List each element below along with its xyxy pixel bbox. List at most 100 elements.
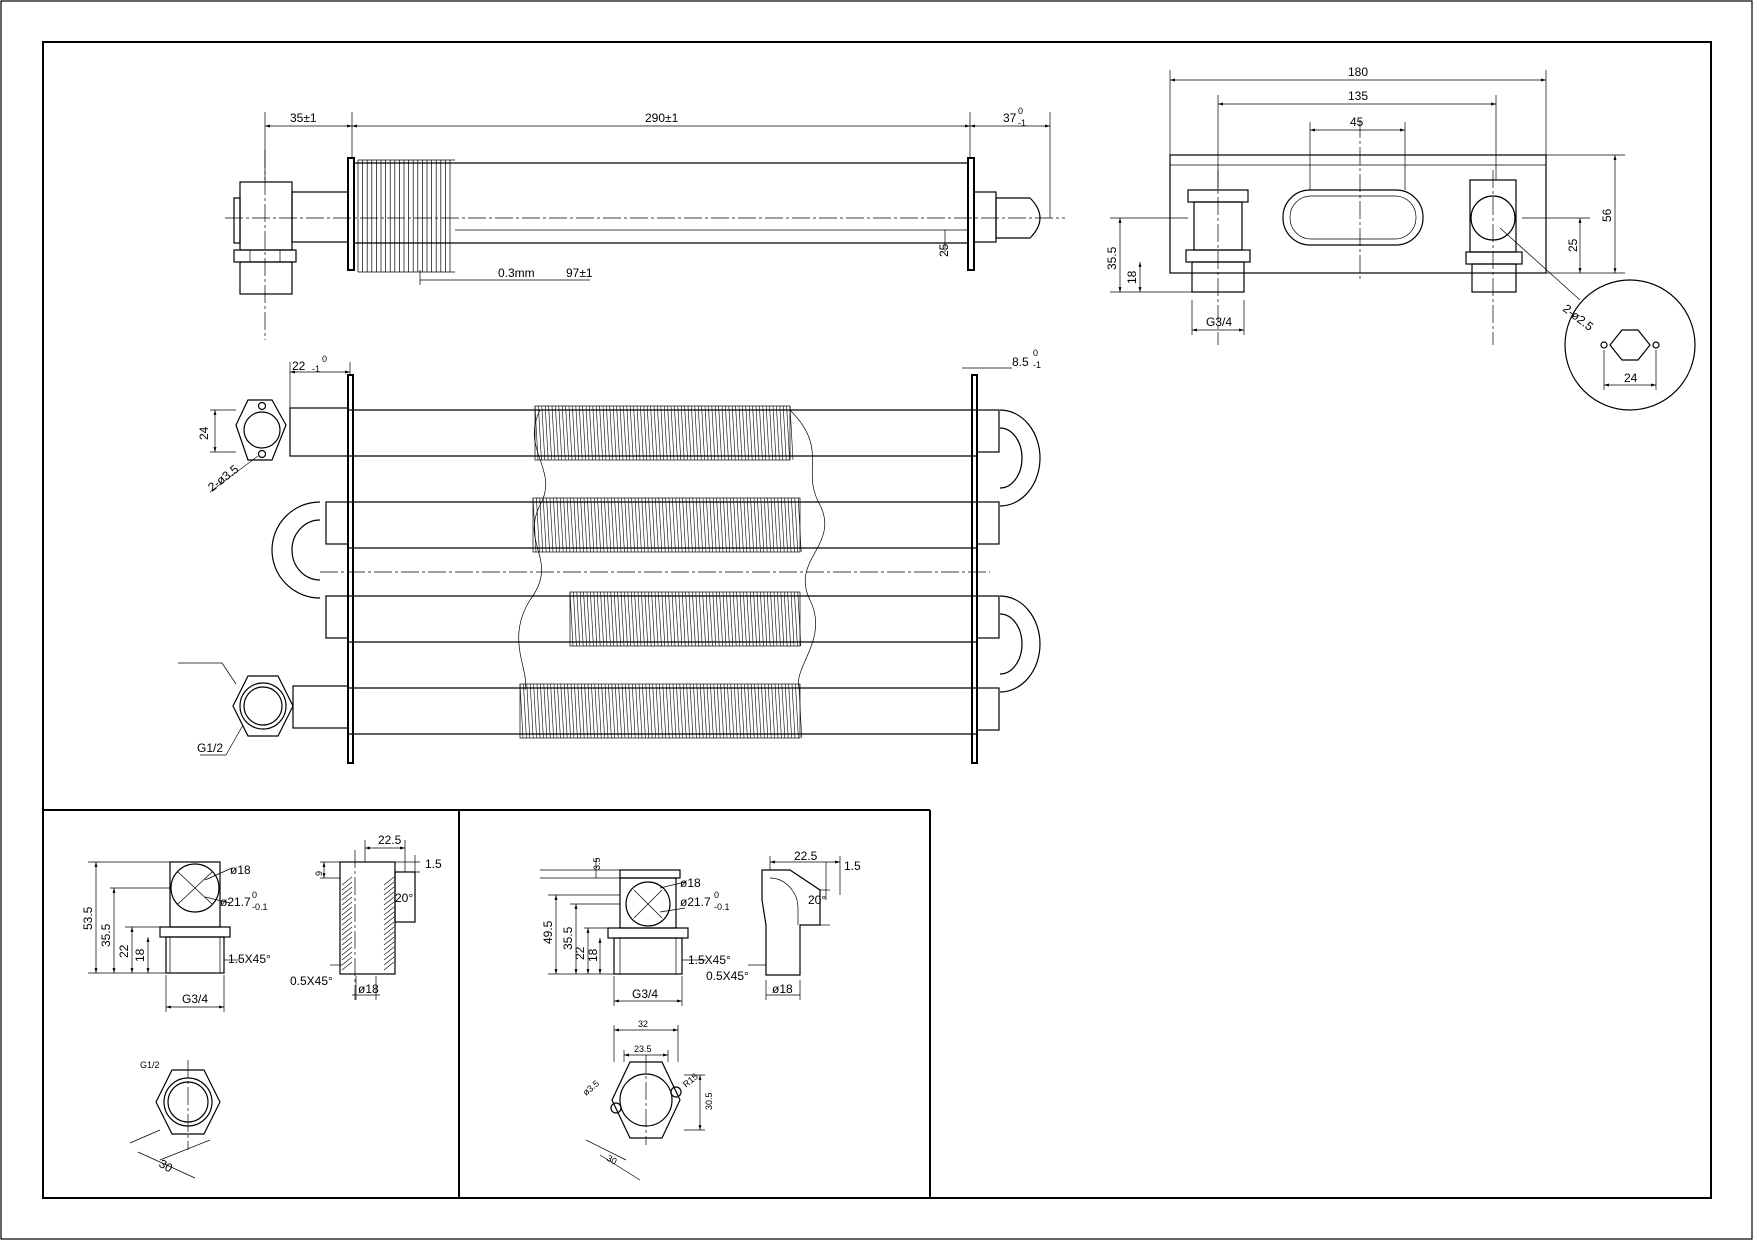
fin-line xyxy=(634,591,638,647)
fin-line xyxy=(733,497,737,553)
fin-line xyxy=(764,683,769,739)
dim-18-side: 18 xyxy=(1125,270,1139,284)
fin-line xyxy=(784,683,789,739)
fin-line xyxy=(791,497,795,553)
fin-line xyxy=(703,683,707,739)
fin-line xyxy=(729,591,734,647)
fin-line xyxy=(655,683,660,739)
fin-line xyxy=(760,591,764,647)
detail-b-49-5: 49.5 xyxy=(541,920,555,944)
fin-line xyxy=(596,591,601,647)
detail-b-30: 30 xyxy=(605,1153,619,1167)
fin-line xyxy=(702,591,706,647)
fin-line xyxy=(640,405,644,461)
fin-line xyxy=(770,591,774,647)
fin-line xyxy=(529,683,534,739)
fin-line xyxy=(634,497,639,553)
fin-line xyxy=(618,683,622,739)
fin-line xyxy=(630,591,635,647)
dim-22-tol: -1 xyxy=(312,364,320,374)
detail-a-o21-7: ø21.7 xyxy=(220,895,251,909)
fin-line xyxy=(627,591,632,647)
detail-b-tol-u: 0 xyxy=(714,890,719,900)
fin-line xyxy=(777,497,782,553)
fin-line xyxy=(575,405,580,461)
fin-thickness: 0.3mm xyxy=(498,266,535,280)
fin-line xyxy=(651,497,656,553)
fin-line xyxy=(713,683,718,739)
dim-35-5-side: 35.5 xyxy=(1105,246,1119,270)
detail-b-tol-l: -0.1 xyxy=(714,902,730,912)
dim-22: 22 xyxy=(292,359,306,373)
fin-line xyxy=(778,683,782,739)
fin-line xyxy=(665,497,669,553)
fin-line xyxy=(794,497,799,553)
fin-line xyxy=(672,683,677,739)
fin-line xyxy=(653,405,658,461)
fin-line xyxy=(570,683,575,739)
fin-line xyxy=(705,591,710,647)
fin-line xyxy=(604,683,609,739)
fin-line xyxy=(652,683,656,739)
fin-line xyxy=(736,497,741,553)
fin-line xyxy=(627,497,632,553)
fin-line xyxy=(757,497,761,553)
fin-line xyxy=(710,683,714,739)
fin-line xyxy=(712,497,717,553)
fin-stack-top xyxy=(519,405,803,739)
fin-line xyxy=(766,591,771,647)
fin-line xyxy=(706,683,711,739)
fin-line xyxy=(715,591,720,647)
fin-line xyxy=(560,683,565,739)
detail-a-o18: ø18 xyxy=(230,863,251,877)
fin-line xyxy=(693,683,697,739)
fin-line xyxy=(671,591,676,647)
detail-b-labels: 3.5 49.5 35.5 22 18 ø18 ø21.7 0 -0.1 1.5… xyxy=(541,849,861,1166)
dim-35: 35±1 xyxy=(290,111,317,125)
front-view-labels: 35±1 290±1 37 -1 0 25 0.3mm 97±1 xyxy=(290,106,1026,280)
side-view xyxy=(1110,70,1696,411)
detail-a-1-5: 1.5 xyxy=(425,857,442,871)
dim-37-tol: -1 xyxy=(1018,118,1026,128)
fin-line xyxy=(681,591,686,647)
fin-line xyxy=(587,497,591,553)
fin-line xyxy=(682,497,686,553)
dim-135: 135 xyxy=(1348,89,1368,103)
fin-line xyxy=(644,591,649,647)
fin-line xyxy=(719,497,724,553)
fin-line xyxy=(678,497,683,553)
fin-line xyxy=(772,405,777,461)
fin-line xyxy=(658,591,662,647)
fin-line xyxy=(543,683,548,739)
fin-line xyxy=(569,591,574,647)
fin-line xyxy=(561,405,566,461)
fin-line xyxy=(559,497,564,553)
fin-line xyxy=(797,497,802,553)
detail-b-30-5: 30.5 xyxy=(704,1092,714,1110)
dim-97: 97±1 xyxy=(566,266,593,280)
fin-line xyxy=(712,591,717,647)
fin-line xyxy=(626,405,631,461)
detail-a-22-5: 22.5 xyxy=(378,833,402,847)
fin-line xyxy=(624,497,629,553)
detail-b-3-5: 3.5 xyxy=(592,857,602,870)
fin-line xyxy=(590,497,595,553)
fin-line xyxy=(685,591,689,647)
fin-line xyxy=(755,405,760,461)
thread-g12: G1/2 xyxy=(197,741,223,755)
detail-b-r15: R15 xyxy=(681,1071,700,1089)
fin-line xyxy=(770,497,775,553)
fin-line xyxy=(583,591,587,647)
fin-line xyxy=(647,591,652,647)
fin-line xyxy=(613,591,618,647)
fin-line xyxy=(677,405,682,461)
fin-line xyxy=(620,591,625,647)
fin-line xyxy=(664,591,669,647)
detail-a-chamfer-15: 1.5X45° xyxy=(228,952,271,966)
holes-3-5: 2-ø3.5 xyxy=(205,462,241,495)
fin-line xyxy=(692,497,697,553)
fin-line xyxy=(722,591,727,647)
fin-line xyxy=(789,405,794,461)
fin-line xyxy=(767,683,772,739)
